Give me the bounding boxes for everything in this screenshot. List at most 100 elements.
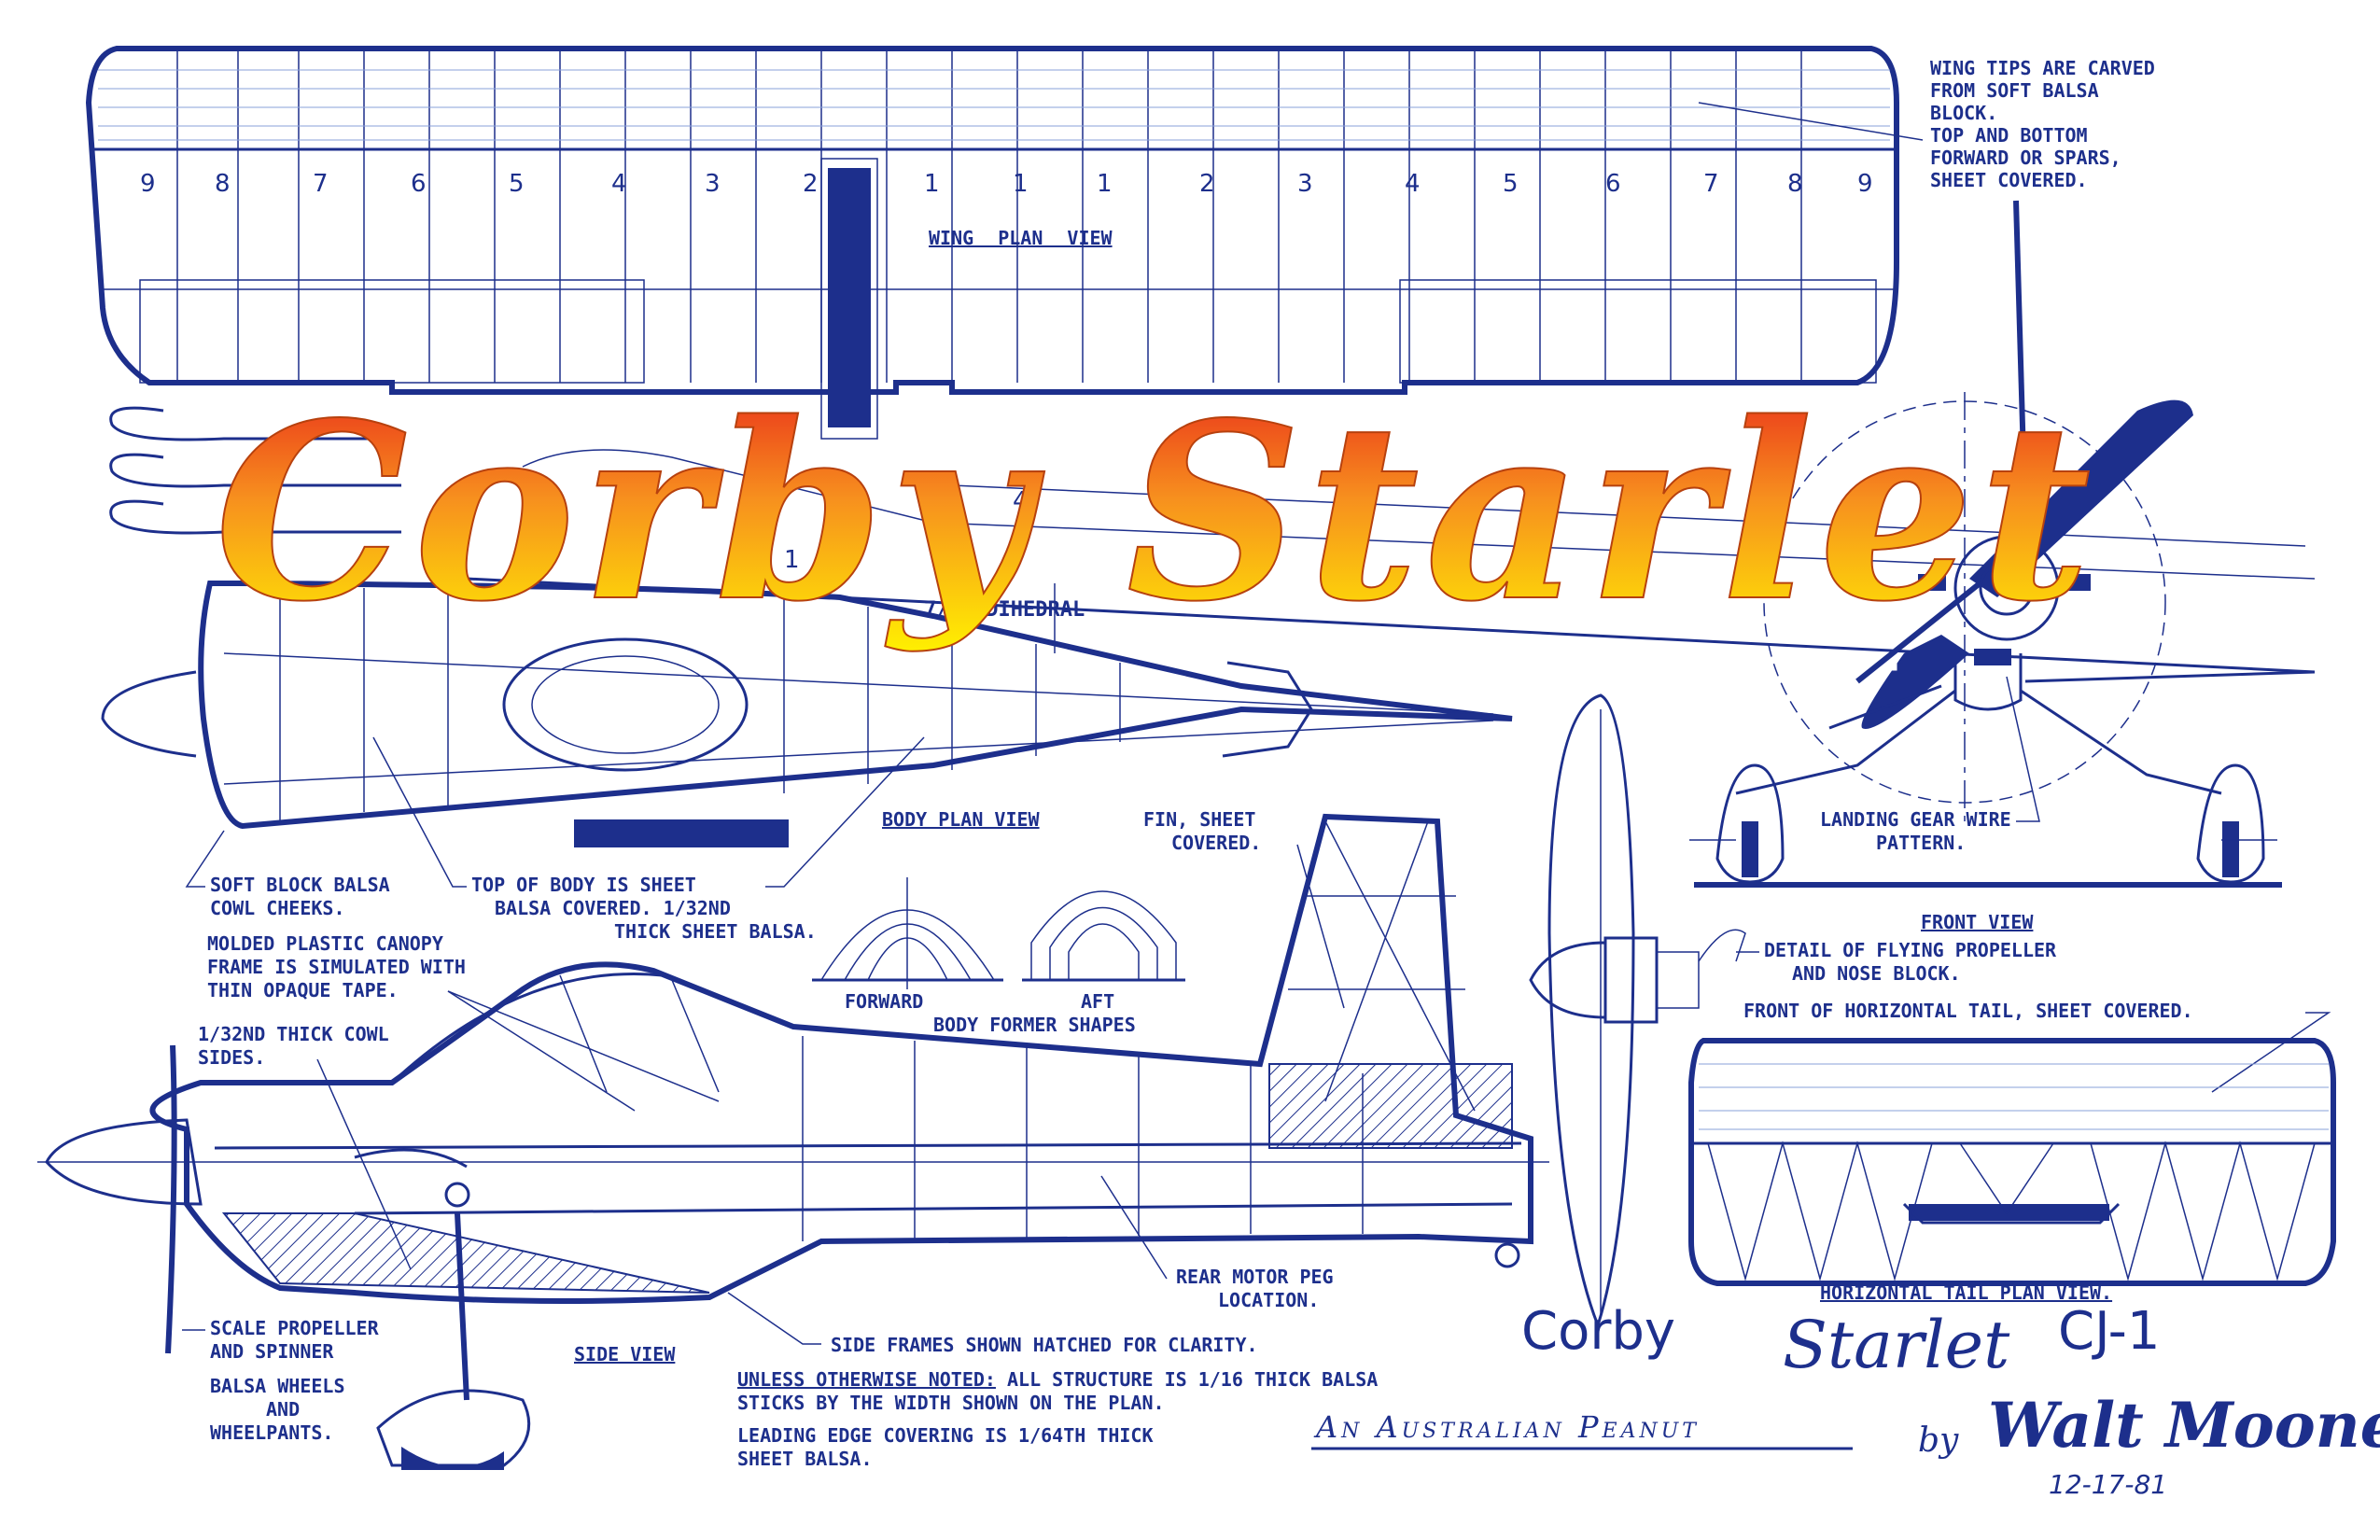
structure-heading: UNLESS OTHERWISE NOTED: bbox=[737, 1368, 996, 1391]
fuselage-side-outline bbox=[149, 813, 1533, 1304]
note-line: BALSA WHEELS bbox=[210, 1375, 345, 1397]
canopy-top-view bbox=[502, 637, 749, 772]
rib-number-left: 7 bbox=[313, 170, 329, 198]
note-line: TOP OF BODY IS SHEET bbox=[471, 874, 696, 896]
front-view-fin bbox=[2013, 200, 2028, 524]
note-line: PATTERN. bbox=[1876, 832, 1966, 854]
prop-hook bbox=[1698, 929, 1746, 962]
note-line: THICK SHEET BALSA. bbox=[614, 920, 817, 943]
side-view-label: SIDE VIEW bbox=[574, 1343, 676, 1365]
tail-elevator-cutout-fill bbox=[1909, 1204, 2109, 1221]
leader-line bbox=[765, 736, 925, 888]
rib-number-left: 2 bbox=[803, 170, 819, 198]
rib-number-right: 6 bbox=[1605, 170, 1621, 198]
rib-number-left: 1 bbox=[924, 170, 940, 198]
title-text: Corby Starlet bbox=[215, 371, 2096, 655]
note-line: COWL CHEEKS. bbox=[210, 897, 345, 919]
wing-plan-view-label: WING PLAN VIEW bbox=[929, 227, 1113, 249]
cg-mark bbox=[444, 1182, 470, 1208]
rib-number-right: 1 bbox=[1013, 170, 1029, 198]
former-aft-outer bbox=[1030, 890, 1177, 980]
note-line: SOFT BLOCK BALSA bbox=[210, 874, 390, 896]
front-view bbox=[1689, 200, 2316, 888]
note-line: SIDES. bbox=[198, 1046, 265, 1069]
rib-number-left: 6 bbox=[411, 170, 427, 198]
lower-rib-number: 3 bbox=[1349, 497, 1365, 525]
wing-center-outline bbox=[820, 158, 878, 440]
propeller-blade bbox=[1547, 693, 1635, 1330]
rib-number-right: 5 bbox=[1503, 170, 1519, 198]
wheel-side bbox=[401, 1447, 504, 1470]
horizontal-tail-note: FRONT OF HORIZONTAL TAIL, SHEET COVERED. bbox=[1743, 1000, 2193, 1022]
motor-peg-note: REAR MOTOR PEG LOCATION. bbox=[1100, 1175, 1334, 1311]
note-line: LOCATION. bbox=[1218, 1289, 1319, 1311]
rib-profile bbox=[109, 453, 401, 488]
tail-sheet-grain bbox=[1699, 1063, 2329, 1130]
fin-frame-hatching bbox=[1268, 1063, 1513, 1149]
rib-profile bbox=[109, 406, 401, 441]
rib-number-right: 8 bbox=[1787, 170, 1803, 198]
rib-number-left: 9 bbox=[140, 170, 156, 198]
tail-wheel bbox=[1494, 1242, 1520, 1268]
right-aileron bbox=[1399, 279, 1877, 384]
wing-root-side bbox=[354, 1148, 468, 1169]
nose-block bbox=[1603, 936, 1659, 1024]
note-line: WHEELPANTS. bbox=[210, 1421, 333, 1444]
front-wheelpant-right bbox=[2196, 763, 2265, 884]
nose-block-plug bbox=[1656, 951, 1700, 1009]
cowl-cheeks-note: SOFT BLOCK BALSA COWL CHEEKS. bbox=[185, 830, 390, 919]
leader-line bbox=[185, 830, 225, 888]
rib-profile bbox=[109, 499, 401, 535]
wing-plan-view: 9 8 7 6 5 4 3 2 1 1 1 2 3 4 5 6 7 8 9 WI… bbox=[85, 46, 1899, 440]
note-line: MOLDED PLASTIC CANOPY bbox=[207, 932, 443, 955]
note-line: BLOCK. bbox=[1930, 102, 1997, 124]
lower-rib-number: 4 bbox=[1013, 487, 1029, 515]
former-aft-mid bbox=[1049, 906, 1158, 980]
wheelpant-side bbox=[376, 1389, 531, 1467]
body-plan-view-label: BODY PLAN VIEW bbox=[882, 808, 1041, 831]
prop-blade-upper bbox=[1969, 399, 2193, 597]
leader-line bbox=[2006, 676, 2040, 822]
rib-number-right: 4 bbox=[1405, 170, 1421, 198]
note-line: SHEET COVERED. bbox=[1930, 169, 2088, 191]
landing-gear-side bbox=[455, 1212, 469, 1401]
side-frame-hatching bbox=[221, 1212, 710, 1294]
former-shapes-label: BODY FORMER SHAPES bbox=[933, 1014, 1136, 1036]
rib-number-left: 5 bbox=[509, 170, 525, 198]
wing-sheeting-grain bbox=[98, 69, 1890, 141]
signature-block: Corby Starlet CJ-1 An Australian Peanut … bbox=[1311, 1301, 2380, 1500]
front-gear-right bbox=[2020, 689, 2222, 795]
leader-line bbox=[727, 1292, 821, 1345]
leader-line bbox=[2211, 1012, 2331, 1093]
dihedral-upper-line bbox=[951, 484, 2306, 547]
lower-longeron bbox=[354, 1202, 1513, 1215]
side-view-uprights bbox=[802, 820, 1476, 1241]
body-former-shapes: FORWARD AFT BODY FORMER SHAPES bbox=[812, 877, 1185, 1036]
stab-outline-top bbox=[1222, 661, 1313, 758]
note-line: UNLESS OTHERWISE NOTED: ALL STRUCTURE IS… bbox=[737, 1368, 1378, 1391]
note-line: LANDING GEAR WIRE bbox=[1820, 808, 2011, 831]
note-line: BALSA COVERED. 1/32ND bbox=[495, 897, 731, 919]
rib-number-right: 7 bbox=[1703, 170, 1719, 198]
note-line: REAR MOTOR PEG bbox=[1176, 1266, 1334, 1288]
model-code: CJ-1 bbox=[2058, 1301, 2160, 1362]
spinner-top-view bbox=[101, 670, 197, 758]
wing-tip-note: WING TIPS ARE CARVED FROM SOFT BALSA BLO… bbox=[1698, 57, 2155, 191]
note-line: SCALE PROPELLER bbox=[210, 1317, 380, 1339]
horizontal-tail-label: HORIZONTAL TAIL PLAN VIEW. bbox=[1820, 1281, 2112, 1304]
nose-block-spinner bbox=[1529, 941, 1607, 1019]
wheels-note: BALSA WHEELS AND WHEELPANTS. bbox=[210, 1375, 345, 1444]
note-line: 1/32ND THICK COWL bbox=[198, 1023, 389, 1045]
horizontal-tail-outline bbox=[1688, 1038, 2336, 1286]
note-line: SIDE FRAMES SHOWN HATCHED FOR CLARITY. bbox=[831, 1334, 1258, 1356]
left-aileron bbox=[139, 279, 645, 384]
body-plan-view: BODY PLAN VIEW bbox=[101, 580, 1513, 847]
tail-truss bbox=[1707, 1141, 2316, 1281]
body-plan-crossbraces bbox=[223, 588, 1494, 821]
rib-number-right: 9 bbox=[1857, 170, 1873, 198]
note-line: FORWARD OR SPARS, bbox=[1930, 147, 2121, 169]
front-spinner-hub bbox=[1979, 560, 2035, 616]
rib-number-left: 4 bbox=[611, 170, 627, 198]
front-spinner bbox=[1953, 535, 2060, 641]
